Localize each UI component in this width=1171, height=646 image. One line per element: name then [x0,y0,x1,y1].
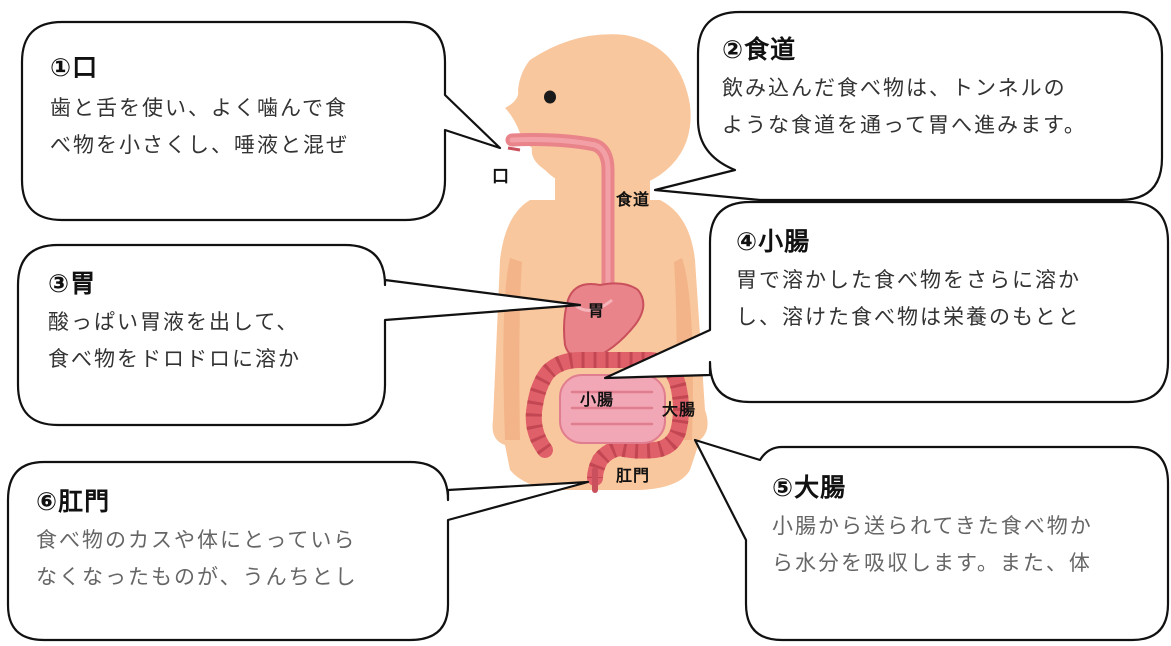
callout-mouth-body: 歯と舌を使い、よく噛んで食 べ物を小さくし、唾液と混ぜ [50,90,349,164]
bubble-anus [6,460,590,642]
callout-small-intestine-line: し、溶けた食べ物は栄養のもとと [736,305,1081,329]
callout-small-intestine-title: ④小腸 [736,227,811,256]
callout-anus: ⑥肛門 食べ物のカスや体にとっていら なくなったものが、うんちとし [36,482,358,596]
organ-label-stomach: 胃 [588,301,606,320]
callout-large-intestine-line: ら水分を吸収します。また、体 [772,551,1092,575]
callout-stomach-title: ③胃 [48,269,97,298]
bubble-small-intestine [603,200,1170,404]
callout-large-intestine-title: ⑤大腸 [772,473,847,502]
callout-small-intestine: ④小腸 胃で溶かした食べ物をさらに溶か し、溶けた食べ物は栄養のもとと [736,222,1081,336]
callout-stomach-line: 食べ物をドロドロに溶か [48,347,301,371]
callout-large-intestine-body: 小腸から送られてきた食べ物か ら水分を吸収します。また、体 [772,508,1093,582]
callout-esophagus-line: 飲み込んだ食べ物は、トンネルの [722,76,1067,100]
callout-small-intestine-line: 胃で溶かした食べ物をさらに溶か [736,268,1081,292]
callout-large-intestine-line: 小腸から送られてきた食べ物か [772,514,1093,538]
callout-anus-body: 食べ物のカスや体にとっていら なくなったものが、うんちとし [36,522,358,596]
callout-esophagus-line: ような食道を通って胃へ進みます。 [722,113,1087,137]
callout-anus-line: なくなったものが、うんちとし [36,565,358,589]
callout-large-intestine: ⑤大腸 小腸から送られてきた食べ物か ら水分を吸収します。また、体 [772,468,1093,582]
bubble-esophagus [653,10,1164,202]
callout-stomach-body: 酸っぱい胃液を出して、 食べ物をドロドロに溶か [48,304,301,378]
callout-stomach-line: 酸っぱい胃液を出して、 [48,310,300,334]
callout-stomach: ③胃 酸っぱい胃液を出して、 食べ物をドロドロに溶か [48,264,301,378]
digestive-tract [505,133,689,493]
speech-bubbles [6,10,1170,642]
callout-esophagus-body: 飲み込んだ食べ物は、トンネルの ような食道を通って胃へ進みます。 [722,70,1087,144]
organ-label-anus: 肛門 [616,466,651,485]
callout-anus-title: ⑥肛門 [36,487,111,516]
callout-mouth-line: 歯と舌を使い、よく噛んで食 [50,96,348,120]
bubble-large-intestine [693,438,1170,642]
organ-label-mouth: 口 [492,167,510,187]
organ-label-small-intestine: 小腸 [580,390,615,409]
callout-esophagus: ②食道 飲み込んだ食べ物は、トンネルの ような食道を通って胃へ進みます。 [722,30,1087,144]
bubble-mouth [20,20,502,222]
callout-small-intestine-body: 胃で溶かした食べ物をさらに溶か し、溶けた食べ物は栄養のもとと [736,262,1081,336]
callout-mouth: ①口 歯と舌を使い、よく噛んで食 べ物を小さくし、唾液と混ぜ [50,48,349,164]
callout-mouth-title: ①口 [50,53,99,82]
callout-anus-line: 食べ物のカスや体にとっていら [36,528,357,552]
callout-esophagus-title: ②食道 [722,35,797,64]
bubble-stomach [16,243,582,427]
organ-label-esophagus: 食道 [616,190,651,209]
callout-mouth-line: べ物を小さくし、唾液と混ぜ [50,133,349,157]
organ-label-large-intestine: 大腸 [662,400,697,419]
